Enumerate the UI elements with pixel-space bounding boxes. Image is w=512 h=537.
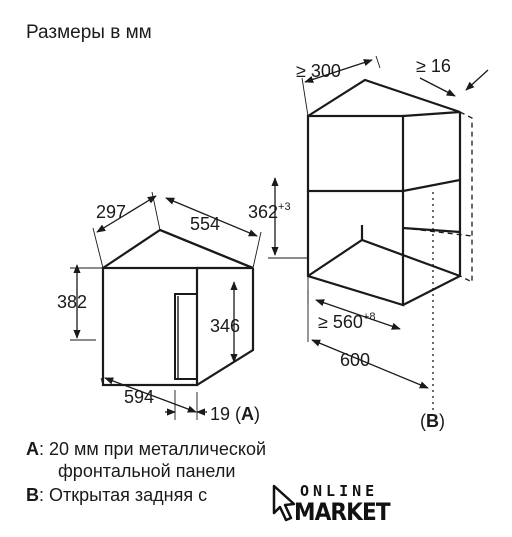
- cabinet-drawing: [306, 78, 462, 307]
- microwave-dimensions: [70, 191, 262, 420]
- legend-b: B: Открытая задняя с: [26, 484, 207, 506]
- dim-door-346: 346: [210, 316, 240, 336]
- microwave-top: [102, 228, 254, 270]
- cursor-icon: [272, 484, 296, 522]
- dim-width-554: 554: [190, 214, 220, 234]
- microwave-front: [101, 266, 199, 387]
- watermark-bottom-text: MARKET: [294, 498, 391, 526]
- dim-depth-297: 297: [96, 202, 126, 222]
- dim-niche-depth: ≥ 300: [296, 61, 341, 81]
- watermark-top-text: ONLINE: [300, 482, 379, 500]
- dim-niche-gap: ≥ 16: [416, 56, 451, 76]
- dim-niche-width: ≥ 560+8: [318, 311, 375, 332]
- upper-cabinet-front: [306, 114, 405, 193]
- legend-a-line1: : 20 мм при металлической: [39, 439, 267, 459]
- dim-niche-height: 362+3: [248, 201, 291, 222]
- legend-a-line2: фронтальной панели: [58, 461, 236, 481]
- legend-b-line1: : Открытая задняя с: [39, 485, 208, 505]
- dim-front-594: 594: [124, 387, 154, 407]
- dim-height-382: 382: [57, 292, 87, 312]
- label-b: (B): [420, 411, 445, 431]
- page-title: Размеры в мм: [26, 22, 152, 43]
- cabinet-dimensions: [268, 55, 489, 389]
- legend-a-key: A: [26, 439, 39, 459]
- niche-front: [306, 191, 405, 307]
- cabinet-hidden-edges: [402, 111, 473, 410]
- microwave-side: [196, 268, 255, 386]
- dim-offset-19: 19 (A): [210, 404, 260, 424]
- legend-b-key: B: [26, 485, 39, 505]
- microwave-drawing: [101, 228, 255, 387]
- online-market-watermark: ONLINE MARKET: [270, 482, 410, 532]
- legend-a: A: 20 мм при металлической: [26, 438, 266, 460]
- dim-cabinet-600: 600: [340, 350, 370, 370]
- legend-a-cont: фронтальной панели: [58, 460, 235, 482]
